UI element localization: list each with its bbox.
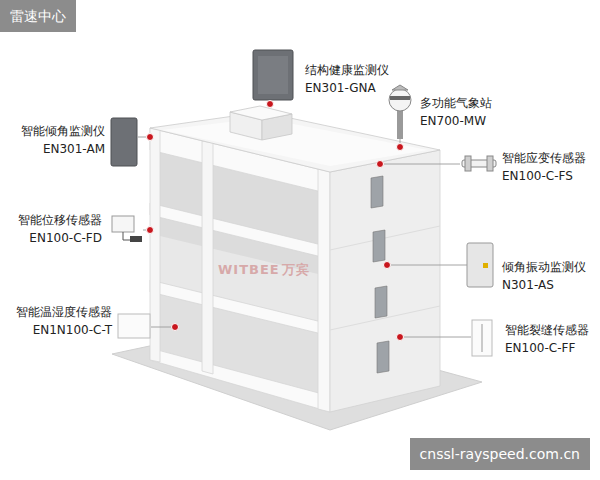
watermark-box: 雷速中心 <box>0 0 76 32</box>
window <box>375 286 387 318</box>
roof-deck <box>162 118 428 166</box>
watermark: 万宾 <box>282 262 310 278</box>
monitor-icon <box>111 118 137 166</box>
watermark-box: cnssl-rayspeed.com.cn <box>410 438 590 470</box>
device-name: 倾角振动监测仪 <box>502 259 586 275</box>
monitor-icon <box>253 50 293 100</box>
model-number: EN100-C-FS <box>502 168 573 184</box>
vibration-monitor-icon <box>467 243 493 287</box>
window <box>373 230 385 262</box>
model-number: EN1N100-C-T <box>33 322 112 338</box>
device-name: 智能裂缝传感器 <box>505 322 589 338</box>
floor-slab <box>150 203 330 259</box>
base-slab <box>150 348 330 412</box>
side-wall <box>330 150 440 412</box>
device-name: 结构健康监测仪 <box>305 62 389 78</box>
model-number: EN100-C-FF <box>505 340 575 356</box>
open-face <box>150 128 330 412</box>
crack-sensor-icon <box>472 320 492 356</box>
model-number: N301-AS <box>502 277 554 293</box>
box-text: cnssl-rayspeed.com.cn <box>420 445 580 463</box>
device-name: 多功能气象站 <box>420 95 492 111</box>
window <box>371 176 383 208</box>
model-number: EN301-AM <box>43 141 105 157</box>
device-name: 智能温湿度传感器 <box>16 304 112 320</box>
model-number: EN700-MW <box>420 113 486 129</box>
watermark: WITBEE <box>218 262 280 278</box>
model-number: EN301-GNA <box>305 80 376 96</box>
humidity-sensor-icon <box>118 314 150 338</box>
strain-sensor-icon <box>462 156 496 171</box>
roof <box>150 112 440 172</box>
roof-house <box>230 106 292 120</box>
model-number: EN100-C-FD <box>29 230 102 246</box>
device-name: 智能倾角监测仪 <box>21 123 105 139</box>
sensor-dot <box>147 101 404 341</box>
leader-lines <box>138 101 471 337</box>
column <box>202 141 213 374</box>
box-text: 雷速中心 <box>10 7 66 25</box>
weather-station-icon <box>389 85 411 139</box>
window <box>377 341 389 373</box>
column <box>318 169 330 412</box>
monitor-icon <box>258 56 288 94</box>
floor-slab <box>150 280 330 336</box>
displacement-sensor-icon <box>112 216 142 242</box>
device-name: 智能应变传感器 <box>502 150 586 166</box>
device-name: 智能位移传感器 <box>18 212 102 228</box>
